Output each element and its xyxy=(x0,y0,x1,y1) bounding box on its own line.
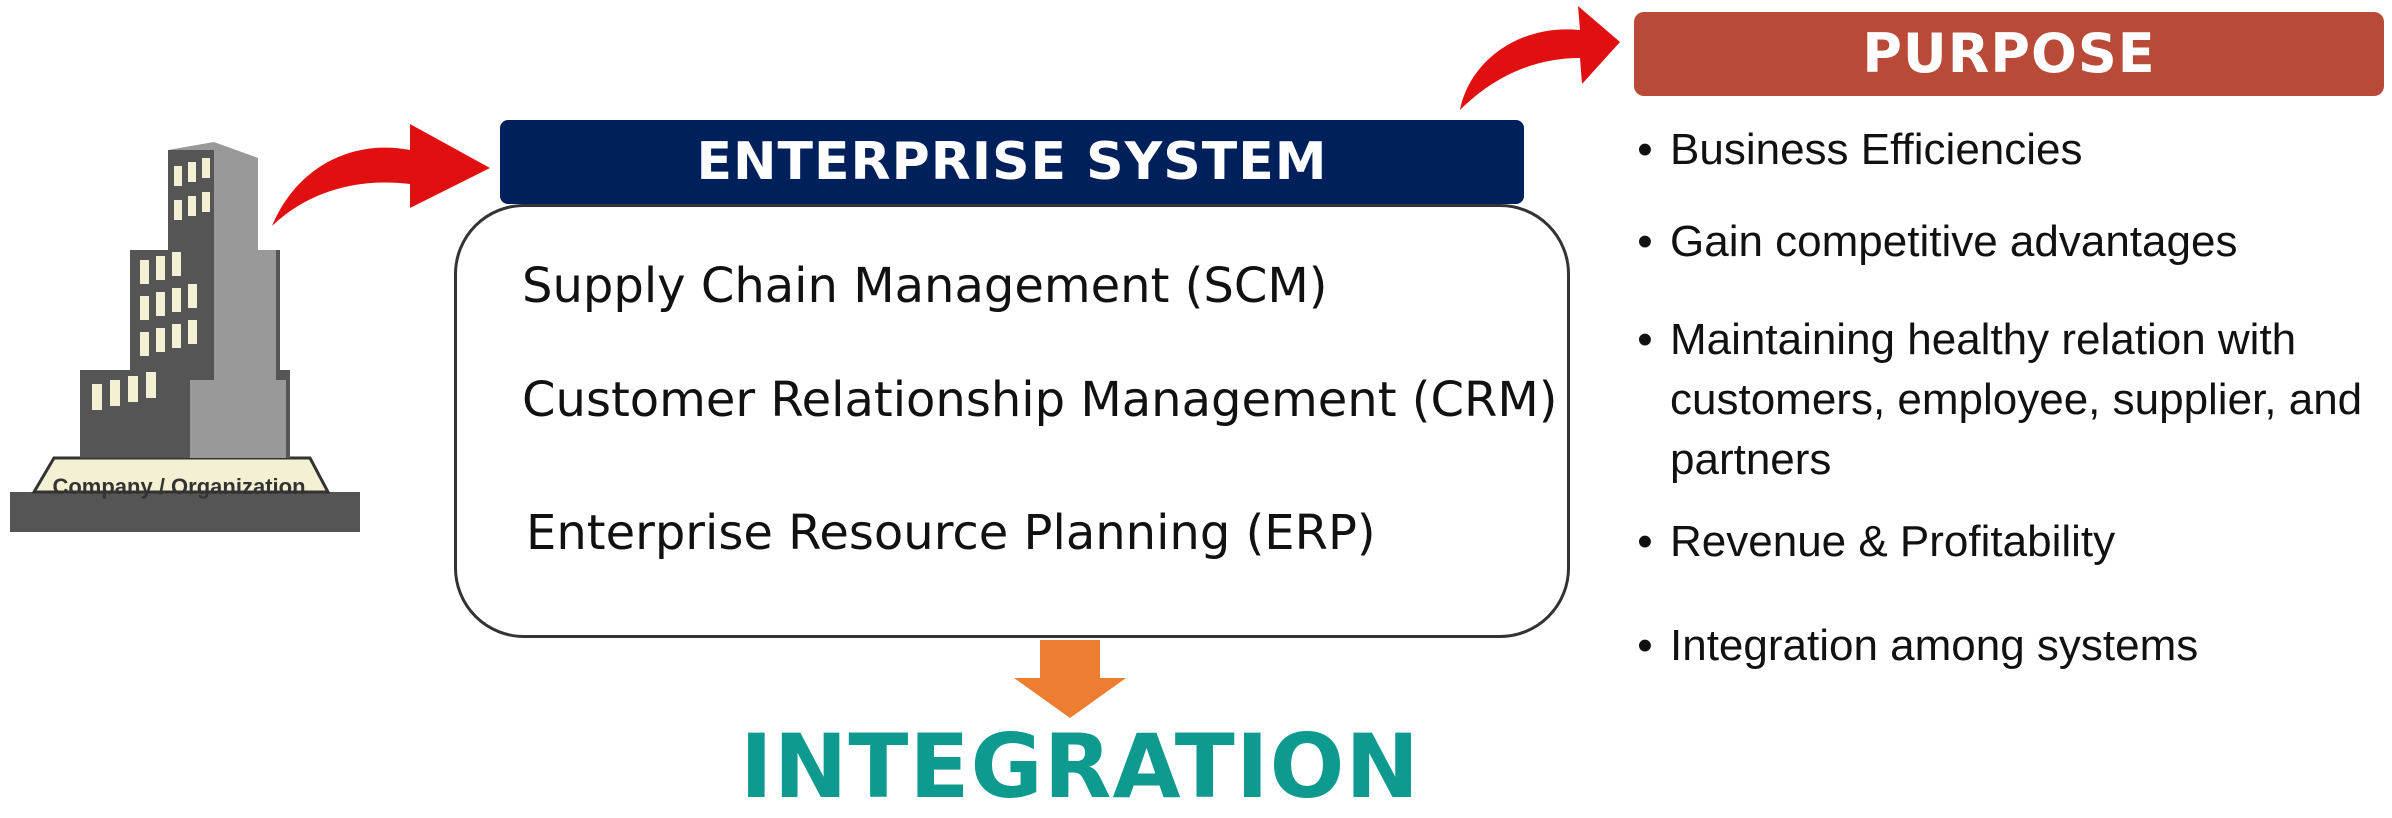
purpose-item: • Business Efficiencies xyxy=(1630,120,2390,180)
integration-label: INTEGRATION xyxy=(740,715,1421,818)
purpose-item: • Revenue & Profitability xyxy=(1630,512,2390,572)
purpose-item-text: Business Efficiencies xyxy=(1670,125,2083,174)
bullet-icon: • xyxy=(1637,517,1653,566)
purpose-item-text: Gain competitive advantages xyxy=(1670,217,2238,266)
purpose-header: PURPOSE xyxy=(1634,12,2384,96)
system-item-erp: Enterprise Resource Planning (ERP) xyxy=(526,505,1376,561)
enterprise-system-box xyxy=(454,204,1570,638)
bullet-icon: • xyxy=(1637,621,1653,670)
system-item-crm: Customer Relationship Management (CRM) xyxy=(522,372,1558,428)
bullet-icon: • xyxy=(1637,125,1653,174)
purpose-item-text: Integration among systems xyxy=(1670,621,2199,670)
system-item-scm: Supply Chain Management (SCM) xyxy=(522,258,1328,314)
organization-label: Company / Organization xyxy=(52,474,306,499)
bullet-icon: • xyxy=(1637,315,1653,364)
purpose-item: • Maintaining healthy relation with cust… xyxy=(1630,310,2390,490)
purpose-item-text: Maintaining healthy relation with custom… xyxy=(1670,315,2363,484)
purpose-item-text: Revenue & Profitability xyxy=(1670,517,2116,566)
building-icon xyxy=(10,142,360,532)
enterprise-system-header: ENTERPRISE SYSTEM xyxy=(500,120,1524,204)
purpose-item: • Integration among systems xyxy=(1630,616,2390,676)
purpose-item: • Gain competitive advantages xyxy=(1630,212,2390,272)
bullet-icon: • xyxy=(1637,217,1653,266)
